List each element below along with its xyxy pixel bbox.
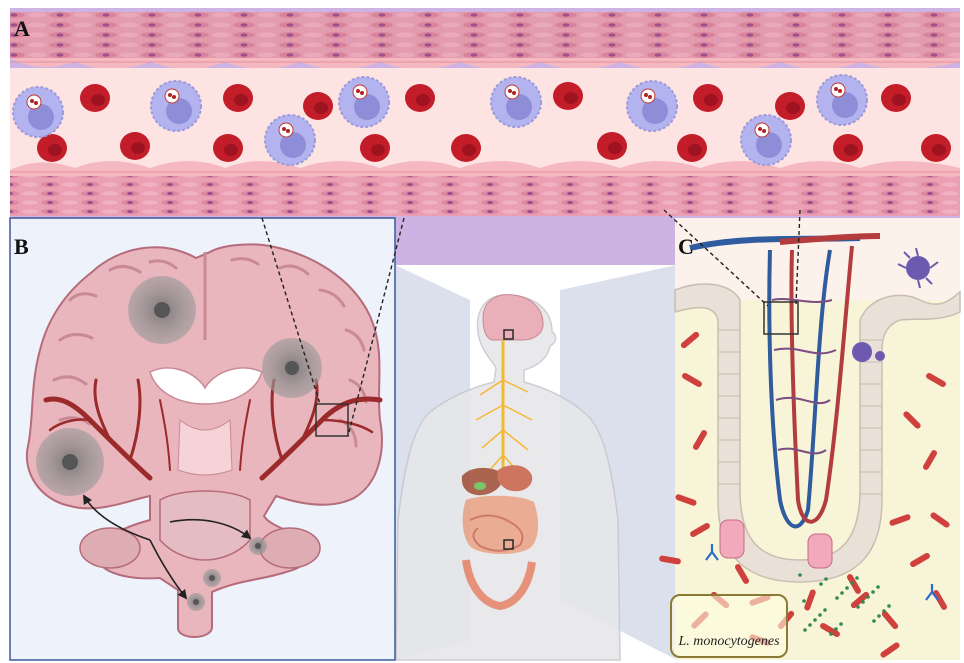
immune-cell-icon — [151, 81, 201, 131]
dendritic-cell-icon — [906, 256, 930, 280]
vessel-lumen — [10, 68, 960, 170]
red-blood-cell-icon — [693, 84, 723, 112]
red-blood-cell-icon — [451, 134, 481, 162]
goblet-cell-2 — [808, 534, 832, 568]
pathogen-legend-box: L. monocytogenes — [670, 594, 788, 658]
immune-cell-icon — [741, 115, 791, 165]
immune-cell-icon — [627, 81, 677, 131]
red-blood-cell-icon — [120, 132, 150, 160]
red-blood-cell-icon — [553, 82, 583, 110]
pathogen-label: L. monocytogenes — [672, 634, 786, 650]
immune-cell-icon — [13, 87, 63, 137]
immune-cell-icon — [265, 115, 315, 165]
brainstem — [160, 491, 250, 560]
panel-b-label: B — [14, 234, 29, 260]
red-blood-cell-icon — [80, 84, 110, 112]
panel-c-label: C — [678, 234, 694, 260]
red-blood-cell-icon — [303, 92, 333, 120]
panel-a-label: A — [14, 16, 30, 42]
center-body-panel — [395, 265, 677, 660]
vessel-wall-bottom — [10, 170, 960, 216]
red-blood-cell-icon — [37, 134, 67, 162]
red-blood-cell-icon — [881, 84, 911, 112]
red-blood-cell-icon — [921, 134, 951, 162]
immune-cell-icon — [491, 77, 541, 127]
red-blood-cell-icon — [597, 132, 627, 160]
red-blood-cell-icon — [775, 92, 805, 120]
red-blood-cell-icon — [223, 84, 253, 112]
goblet-cell-1 — [720, 520, 744, 558]
immune-cell-icon — [339, 77, 389, 127]
red-blood-cell-icon — [405, 84, 435, 112]
red-blood-cell-icon — [360, 134, 390, 162]
immune-cell-icon — [817, 75, 867, 125]
red-blood-cell-icon — [677, 134, 707, 162]
cerebellum-right — [260, 528, 320, 568]
intestines — [463, 496, 538, 554]
macrophage-icon — [852, 342, 872, 362]
cerebellum-left — [80, 528, 140, 568]
vessel-wall-top — [10, 12, 960, 58]
panel-b-brain — [10, 218, 395, 660]
red-blood-cell-icon — [213, 134, 243, 162]
red-blood-cell-icon — [833, 134, 863, 162]
